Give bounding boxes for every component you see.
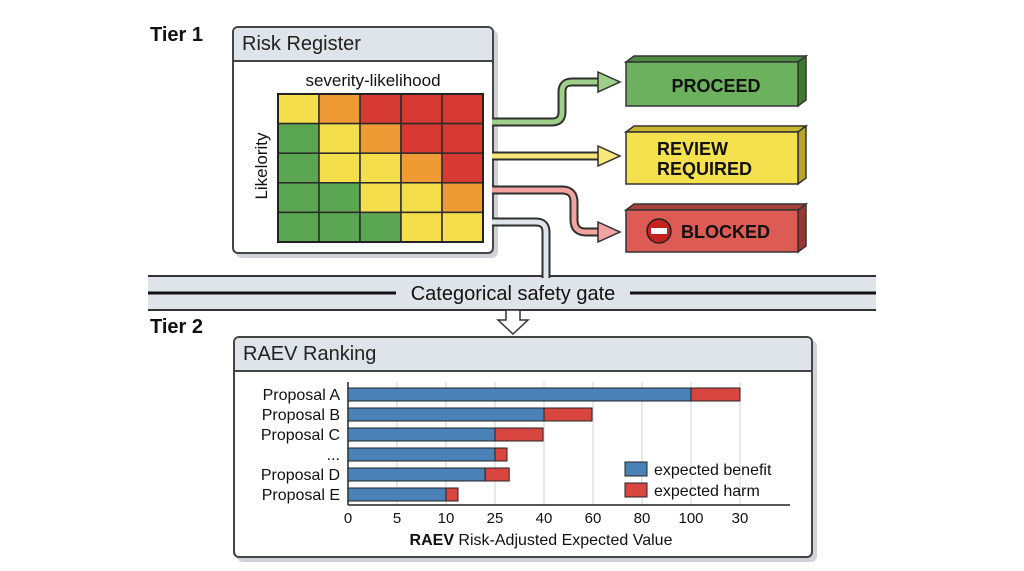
- proceed-box-face: [625, 61, 799, 107]
- review-label-line1: REVIEW: [657, 139, 728, 159]
- matrix-cell: [400, 93, 443, 125]
- proceed-box: PROCEED: [623, 54, 809, 108]
- legend-swatch-harm: [624, 482, 648, 498]
- matrix-y-label: Likelority: [252, 132, 271, 200]
- harm-bar: [494, 427, 544, 442]
- gate-down-arrow: [496, 309, 530, 336]
- matrix-cell: [277, 182, 320, 214]
- benefit-bar: [347, 487, 447, 502]
- raev-chart: 0 5 10 25 40 60 80 100 30 Proposal A Proposal B Pro…: [261, 382, 790, 549]
- tier-1-label: Tier 1: [150, 24, 203, 46]
- x-tick-label: 40: [536, 510, 553, 527]
- matrix-cell: [277, 93, 320, 125]
- review-arrowhead: [597, 144, 622, 168]
- matrix-cell: [277, 211, 320, 243]
- matrix-cell: [277, 122, 320, 154]
- x-tick-label: 0: [344, 510, 352, 527]
- matrix-cell: [277, 152, 320, 184]
- benefit-bar: [347, 387, 692, 402]
- x-axis-title: RAEV Risk-Adjusted Expected Value: [410, 532, 673, 549]
- matrix-cell: [441, 122, 484, 154]
- matrix-cell: [441, 93, 484, 125]
- gate-connector: [492, 217, 551, 278]
- matrix-cell: [359, 182, 402, 214]
- harm-bar: [543, 407, 593, 422]
- matrix-cell: [359, 211, 402, 243]
- matrix-cell: [359, 122, 402, 154]
- matrix-cell: [441, 152, 484, 184]
- no-entry-icon: [646, 218, 672, 244]
- matrix-border: [277, 93, 484, 243]
- matrix-cell: [400, 211, 443, 243]
- tier-2-label: Tier 2: [150, 316, 203, 338]
- category-label: Proposal D: [261, 467, 340, 484]
- benefit-bar: [347, 407, 545, 422]
- x-tick-label: 25: [487, 510, 504, 527]
- matrix-cell: [318, 93, 361, 125]
- legend-swatch-benefit: [624, 461, 648, 477]
- proceed-connector: [492, 77, 600, 127]
- blocked-label: BLOCKED: [681, 222, 770, 242]
- blocked-connector-fill: [492, 187, 600, 235]
- blocked-arrowhead: [597, 220, 622, 244]
- legend-label-benefit: expected benefit: [654, 462, 772, 479]
- category-label: Proposal A: [263, 387, 341, 404]
- x-tick-label: 30: [732, 510, 749, 527]
- benefit-bar: [347, 447, 496, 462]
- matrix-cell: [359, 93, 402, 125]
- matrix-cell: [400, 152, 443, 184]
- matrix-cell: [318, 152, 361, 184]
- matrix-cell: [441, 211, 484, 243]
- review-box: REVIEW REQUIRED: [623, 124, 809, 186]
- x-tick-label: 60: [585, 510, 602, 527]
- blocked-box: BLOCKED: [623, 202, 809, 254]
- risk-register-title: Risk Register: [234, 28, 492, 62]
- risk-matrix: [277, 93, 484, 243]
- matrix-x-label: severity-likelihood: [305, 71, 440, 90]
- x-tick-label: 5: [393, 510, 401, 527]
- matrix-cell: [318, 211, 361, 243]
- gate-label: Categorical safety gate: [411, 283, 616, 305]
- harm-bar: [690, 387, 741, 402]
- matrix-cell: [318, 182, 361, 214]
- chart-legend: expected benefit expected harm: [624, 461, 772, 500]
- category-label: Proposal C: [261, 427, 340, 444]
- gate-connector-fill: [492, 219, 549, 278]
- category-label: ...: [327, 447, 340, 464]
- benefit-bar: [347, 427, 496, 442]
- matrix-cell: [400, 122, 443, 154]
- x-tick-label: 100: [678, 510, 703, 527]
- category-label: Proposal B: [262, 407, 340, 424]
- review-box-face: [625, 131, 799, 185]
- proceed-label: PROCEED: [671, 76, 760, 96]
- harm-bar: [484, 467, 510, 482]
- legend-label-harm: expected harm: [654, 483, 760, 500]
- matrix-cell: [359, 152, 402, 184]
- x-tick-label: 80: [634, 510, 651, 527]
- matrix-cell: [441, 182, 484, 214]
- x-tick-label: 10: [438, 510, 455, 527]
- proceed-arrowhead: [597, 70, 622, 94]
- category-label: Proposal E: [262, 487, 340, 504]
- matrix-cell: [400, 182, 443, 214]
- harm-bar: [445, 487, 459, 502]
- matrix-cell: [318, 122, 361, 154]
- benefit-bar: [347, 467, 486, 482]
- review-label-line2: REQUIRED: [657, 159, 752, 179]
- raev-title: RAEV Ranking: [235, 338, 811, 372]
- raev-panel: RAEV Ranking: [233, 336, 813, 558]
- proceed-connector-fill: [492, 79, 600, 125]
- harm-bar: [494, 447, 508, 462]
